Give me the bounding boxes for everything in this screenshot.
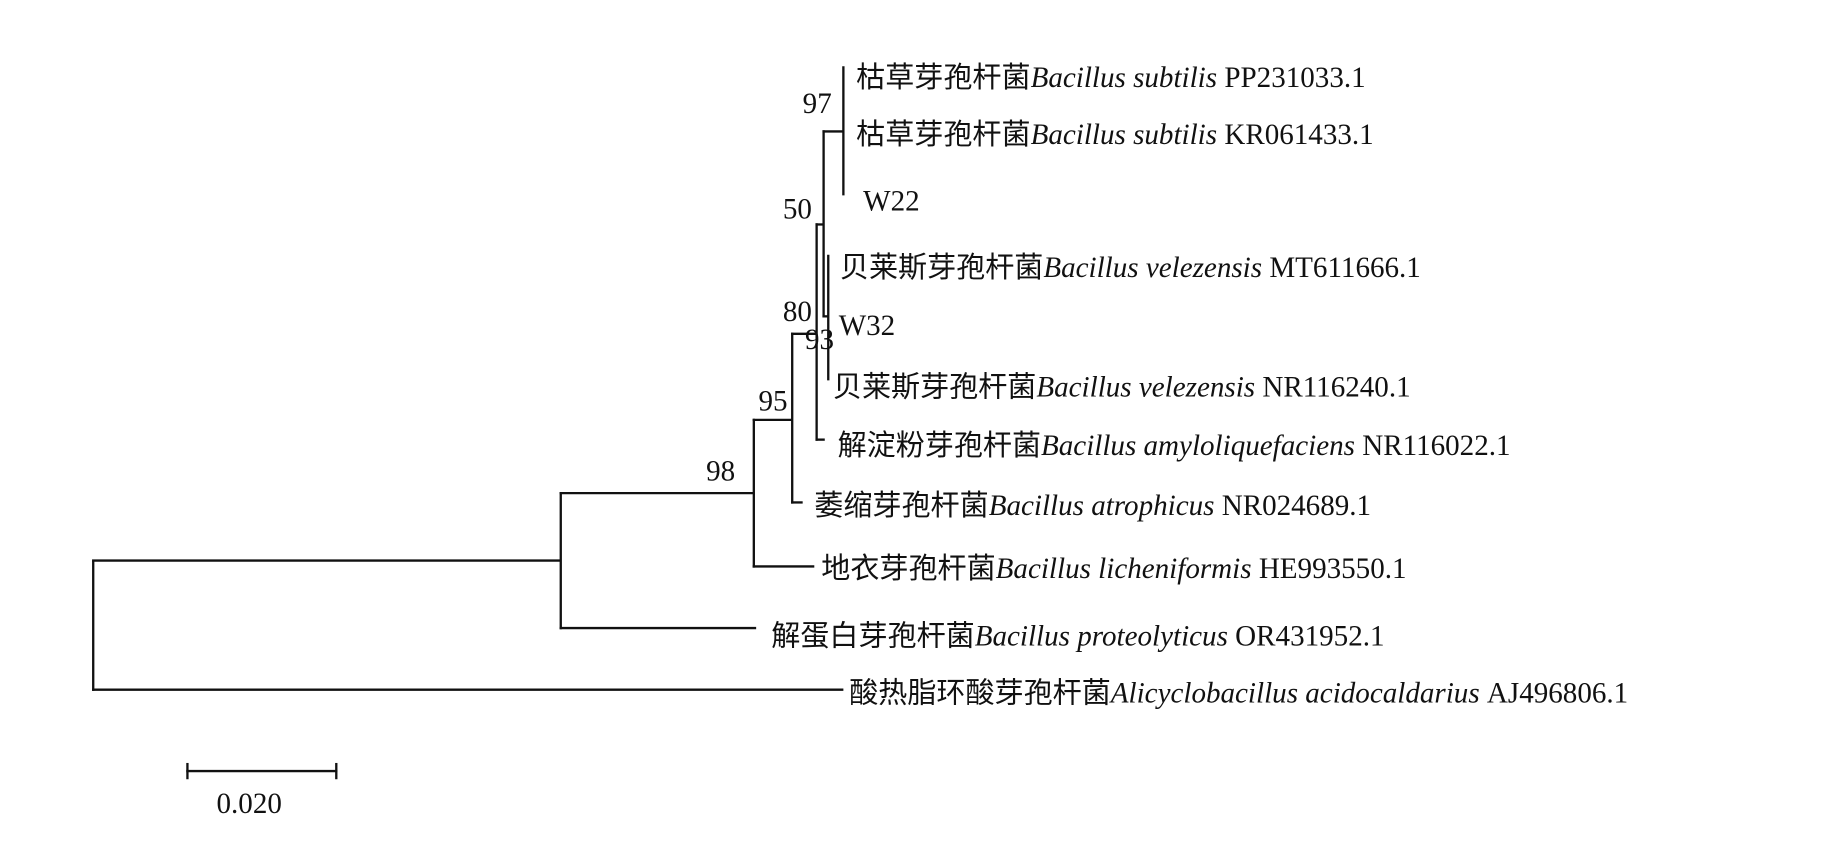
leaf-label: 枯草芽孢杆菌Bacillus subtilis PP231033.1 — [856, 61, 1365, 94]
leaf-species: Bacillus atrophicus — [989, 490, 1215, 522]
leaf-accession: NR116022.1 — [1362, 430, 1510, 462]
scale-bar-label: 0.020 — [217, 788, 282, 820]
leaf-label: 贝莱斯芽孢杆菌Bacillus velezensis NR116240.1 — [833, 371, 1411, 404]
bootstrap-values: 97 50 80 93 95 98 — [706, 88, 834, 488]
leaf-cn-name: 解淀粉芽孢杆菌 — [838, 429, 1041, 462]
tree-branches — [92, 66, 845, 691]
leaf-label: W32 — [839, 310, 896, 342]
leaf-cn-name: 酸热脂环酸芽孢杆菌 — [849, 676, 1111, 709]
scale-bar: 0.020 — [186, 762, 338, 820]
leaf-label: 萎缩芽孢杆菌Bacillus atrophicus NR024689.1 — [814, 489, 1371, 522]
leaf-species: Alicyclobacillus acidocaldarius — [1109, 677, 1480, 709]
bootstrap-50: 50 — [783, 194, 812, 226]
bootstrap-93: 93 — [805, 324, 834, 356]
leaf-accession: AJ496806.1 — [1487, 677, 1628, 709]
leaf-accession: KR061433.1 — [1224, 119, 1373, 151]
leaf-accession: HE993550.1 — [1259, 553, 1407, 585]
leaf-accession: NR116240.1 — [1262, 372, 1410, 404]
leaf-accession: W22 — [863, 186, 920, 218]
bootstrap-80: 80 — [783, 296, 812, 328]
leaf-cn-name: 枯草芽孢杆菌 — [856, 61, 1030, 94]
leaf-accession: PP231033.1 — [1224, 62, 1365, 94]
leaf-label: 地衣芽孢杆菌Bacillus licheniformis HE993550.1 — [821, 552, 1406, 585]
leaf-cn-name: 贝莱斯芽孢杆菌 — [833, 371, 1036, 404]
leaf-species: Bacillus velezensis — [1036, 372, 1255, 404]
leaf-accession: W32 — [839, 310, 896, 342]
bootstrap-98: 98 — [706, 455, 735, 487]
leaf-accession: MT611666.1 — [1269, 252, 1421, 284]
leaf-accession: NR024689.1 — [1222, 490, 1371, 522]
leaf-cn-name: 地衣芽孢杆菌 — [821, 552, 995, 585]
leaf-label: 枯草芽孢杆菌Bacillus subtilis KR061433.1 — [856, 118, 1374, 151]
leaf-cn-name: 贝莱斯芽孢杆菌 — [840, 251, 1043, 284]
leaf-cn-name: 枯草芽孢杆菌 — [856, 118, 1030, 151]
leaf-cn-name: 萎缩芽孢杆菌 — [814, 489, 988, 522]
leaf-species: Bacillus subtilis — [1031, 119, 1218, 151]
bootstrap-97: 97 — [803, 88, 832, 120]
leaf-species: Bacillus velezensis — [1043, 252, 1262, 284]
leaf-accession: OR431952.1 — [1235, 620, 1384, 652]
leaf-label: W22 — [863, 186, 920, 218]
leaf-species: Bacillus amyloliquefaciens — [1041, 430, 1355, 462]
leaf-labels: 枯草芽孢杆菌Bacillus subtilis PP231033.1 枯草芽孢杆… — [771, 61, 1628, 709]
leaf-label: 解淀粉芽孢杆菌Bacillus amyloliquefaciens NR1160… — [838, 429, 1511, 462]
bootstrap-95: 95 — [758, 386, 787, 418]
leaf-label: 酸热脂环酸芽孢杆菌Alicyclobacillus acidocaldarius… — [849, 676, 1628, 709]
leaf-species: Bacillus proteolyticus — [975, 620, 1228, 652]
leaf-label: 解蛋白芽孢杆菌Bacillus proteolyticus OR431952.1 — [771, 619, 1384, 652]
leaf-cn-name: 解蛋白芽孢杆菌 — [771, 619, 974, 652]
leaf-species: Bacillus subtilis — [1031, 62, 1218, 94]
leaf-species: Bacillus licheniformis — [996, 553, 1252, 585]
leaf-label: 贝莱斯芽孢杆菌Bacillus velezensis MT611666.1 — [840, 251, 1421, 284]
